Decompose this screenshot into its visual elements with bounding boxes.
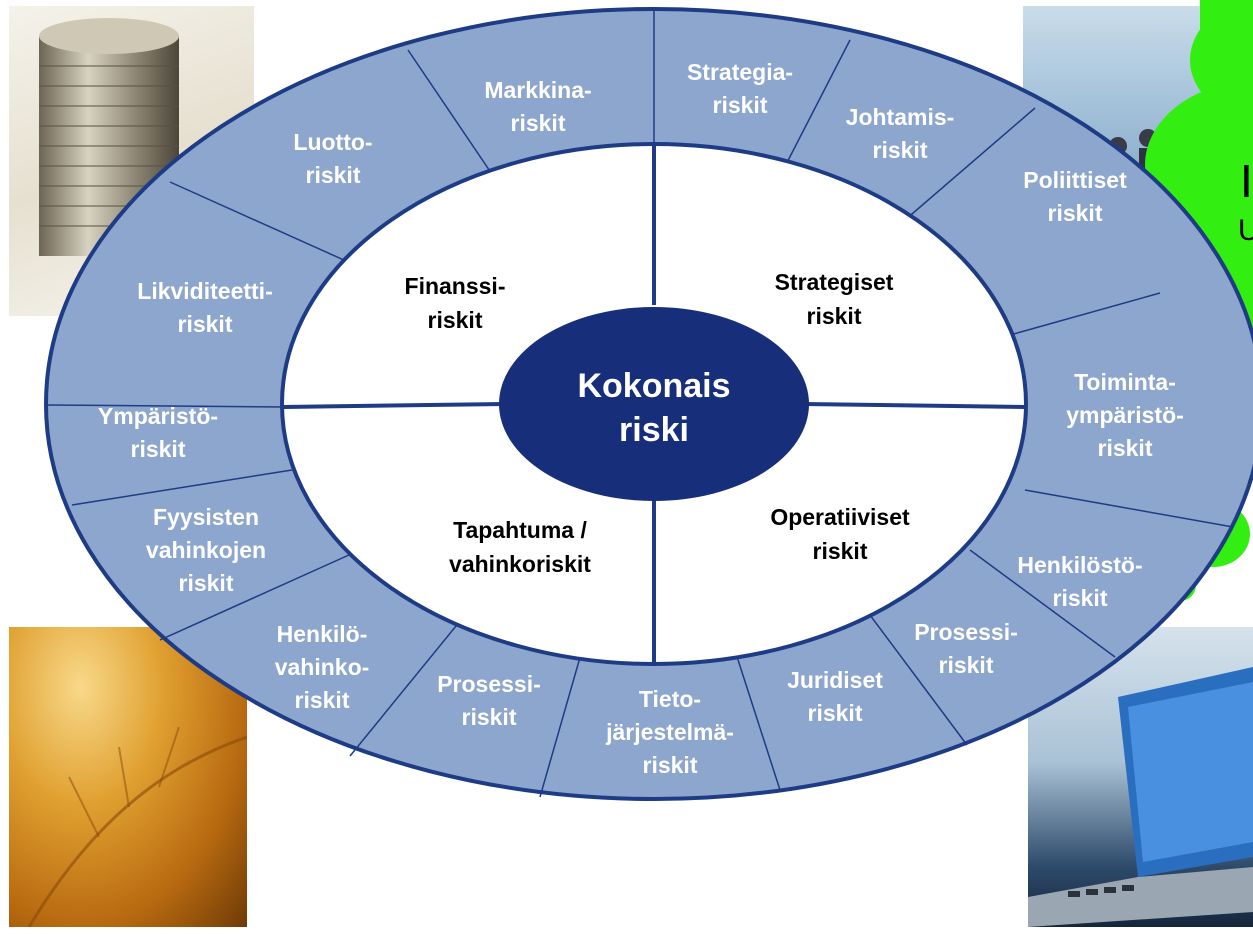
outer-label-henkilosto: Henkilöstö-riskit bbox=[1017, 552, 1142, 611]
divider-11 bbox=[349, 614, 466, 757]
outer-label-fyysiset-line: vahinkojen bbox=[146, 537, 266, 563]
category-label-strategiset: Strategiset riskit bbox=[775, 269, 894, 329]
outer-label-prosessi-left-line: Prosessi- bbox=[437, 671, 541, 697]
center-label-line: riski bbox=[619, 411, 689, 449]
outer-label-prosessi-left: Prosessi-riskit bbox=[437, 671, 541, 730]
outer-label-henkilosto-line: riskit bbox=[1053, 585, 1108, 611]
outer-label-henkilovahinko-line: riskit bbox=[295, 687, 350, 713]
divider-15 bbox=[169, 181, 356, 266]
outer-label-tietojarjestelma: Tieto-järjestelmä-riskit bbox=[605, 686, 734, 778]
outer-label-markkina-line: riskit bbox=[511, 110, 566, 136]
outer-label-tietojarjestelma-line: riskit bbox=[643, 752, 698, 778]
divider-12 bbox=[159, 549, 361, 641]
outer-dividers bbox=[47, 9, 1234, 798]
outer-label-toimintaymparisto-line: riskit bbox=[1098, 435, 1153, 461]
center-label: Kokonais riski bbox=[577, 367, 730, 449]
outer-label-luotto-line: riskit bbox=[306, 162, 361, 188]
center-label-line: Kokonais bbox=[577, 367, 730, 405]
outer-label-luotto: Luotto-riskit bbox=[293, 129, 372, 188]
outer-label-fyysiset: Fyysisten vahinkojen riskit bbox=[146, 504, 266, 596]
outer-label-juridiset: Juridiset riskit bbox=[787, 667, 883, 726]
category-label-strategiset-line: Strategiset bbox=[775, 269, 894, 295]
outer-label-tietojarjestelma-line: järjestelmä- bbox=[605, 719, 734, 745]
inner-divider-right bbox=[802, 402, 1026, 409]
divider-10 bbox=[539, 639, 586, 798]
inner-dividers bbox=[282, 144, 1026, 664]
divider-9 bbox=[729, 634, 781, 791]
outer-label-toimintaymparisto-line: Toiminta- bbox=[1074, 369, 1176, 395]
coins-stack-image bbox=[39, 18, 179, 256]
category-label-operatiiviset: Operatiiviset riskit bbox=[770, 504, 910, 564]
autumn-leaf-photo bbox=[9, 627, 247, 927]
divider-1 bbox=[407, 49, 501, 187]
category-label-tapahtuma: Tapahtuma / vahinkoriskit bbox=[449, 517, 591, 577]
outer-label-fyysiset-line: riskit bbox=[179, 570, 234, 596]
outer-label-toimintaymparisto: Toiminta-ympäristö-riskit bbox=[1066, 369, 1184, 461]
center-ellipse bbox=[499, 307, 809, 501]
divider-4 bbox=[904, 107, 1036, 221]
divider-8 bbox=[854, 594, 968, 746]
outer-label-johtamis-line: Johtamis- bbox=[846, 104, 955, 130]
outer-label-prosessi-left-line: riskit bbox=[462, 704, 517, 730]
category-label-operatiiviset-line: riskit bbox=[813, 538, 868, 564]
cloud-letter: I bbox=[1240, 155, 1253, 207]
outer-label-likviditeetti-line: Likviditeetti- bbox=[137, 278, 272, 304]
outer-label-juridiset-line: riskit bbox=[808, 700, 863, 726]
category-label-strategiset-line: riskit bbox=[807, 303, 862, 329]
outer-label-likviditeetti: Likviditeetti-riskit bbox=[137, 278, 272, 337]
outer-label-ymparisto-line: Ympäristö- bbox=[98, 403, 218, 429]
outer-label-strategia-line: riskit bbox=[713, 92, 768, 118]
outer-label-poliittiset-line: Poliittiset bbox=[1023, 167, 1127, 193]
outer-label-markkina-line: Markkina- bbox=[484, 77, 591, 103]
outer-label-prosessi-right-line: Prosessi- bbox=[914, 619, 1018, 645]
cloud-text: U bbox=[1238, 214, 1253, 247]
outer-label-poliittiset: Poliittiset riskit bbox=[1023, 167, 1127, 226]
category-label-tapahtuma-line: Tapahtuma / bbox=[453, 517, 587, 543]
category-label-tapahtuma-line: vahinkoriskit bbox=[449, 551, 591, 577]
outer-label-fyysiset-line: Fyysisten bbox=[153, 504, 259, 530]
divider-5 bbox=[1009, 292, 1161, 336]
divider-13 bbox=[71, 469, 293, 506]
outer-label-markkina: Markkina-riskit bbox=[484, 77, 591, 136]
outer-label-johtamis-line: riskit bbox=[873, 137, 928, 163]
outer-label-henkilovahinko: Henkilö-vahinko-riskit bbox=[275, 621, 370, 713]
inner-divider-left bbox=[282, 402, 506, 409]
outer-label-henkilovahinko-line: vahinko- bbox=[275, 654, 370, 680]
divider-3 bbox=[777, 39, 851, 181]
outer-label-ymparisto-line: riskit bbox=[131, 436, 186, 462]
outer-label-poliittiset-line: riskit bbox=[1048, 200, 1103, 226]
laptop-image bbox=[1028, 667, 1253, 927]
divider-6 bbox=[1024, 489, 1234, 528]
outer-label-ymparisto: Ympäristö-riskit bbox=[98, 403, 218, 462]
divider-14 bbox=[47, 404, 284, 408]
outer-label-likviditeetti-line: riskit bbox=[178, 311, 233, 337]
outer-label-henkilovahinko-line: Henkilö- bbox=[277, 621, 368, 647]
outer-label-luotto-line: Luotto- bbox=[293, 129, 372, 155]
outer-label-strategia: Strategia-riskit bbox=[687, 59, 793, 118]
divider-7 bbox=[969, 549, 1116, 658]
outer-label-johtamis: Johtamis-riskit bbox=[846, 104, 955, 163]
outer-label-henkilosto-line: Henkilöstö- bbox=[1017, 552, 1142, 578]
outer-label-prosessi-right-line: riskit bbox=[939, 652, 994, 678]
category-label-finanssi-line: riskit bbox=[428, 307, 483, 333]
outer-label-tietojarjestelma-line: Tieto- bbox=[639, 686, 701, 712]
outer-label-prosessi-right: Prosessi-riskit bbox=[914, 619, 1018, 678]
outer-label-juridiset-line: Juridiset bbox=[787, 667, 883, 693]
outer-label-toimintaymparisto-line: ympäristö- bbox=[1066, 402, 1184, 428]
outer-label-strategia-line: Strategia- bbox=[687, 59, 793, 85]
category-label-operatiiviset-line: Operatiiviset bbox=[770, 504, 910, 530]
category-label-finanssi-line: Finanssi- bbox=[405, 273, 506, 299]
leaf-veins-image bbox=[27, 726, 247, 927]
category-label-finanssi: Finanssi-riskit bbox=[405, 273, 506, 333]
